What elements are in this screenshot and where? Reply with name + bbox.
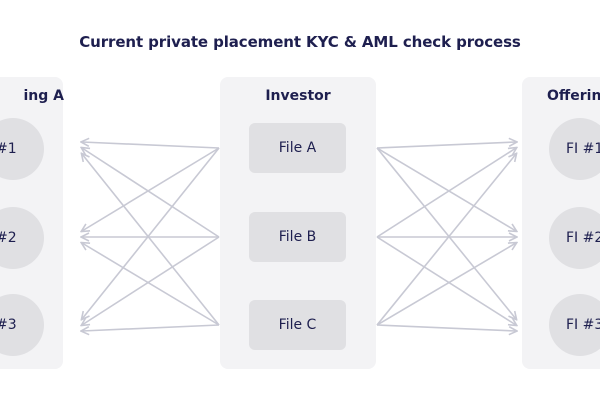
arrow-file-b-to-left-node-1 [82,148,220,238]
arrow-file-b-to-left-node-3 [82,236,220,325]
offering-fi-node-2-label: FI #2 [566,230,600,246]
offering-fi-node-3 [549,294,600,356]
file-b-node: File B [249,212,346,262]
file-c-node: File C [249,300,346,350]
offering-a-panel-title: ing A [23,88,65,104]
arrow-file-c-to-right-node-2 [376,243,516,326]
arrow-file-c-to-right-node-1 [376,154,516,326]
offering-right-panel-title: Offering [547,88,600,104]
arrow-file-a-to-left-node-1 [82,142,220,149]
offering-fi-node-1 [549,118,600,180]
file-a-node: File A [249,123,346,173]
arrow-file-b-to-right-node-1 [376,148,516,238]
investor-panel-title: Investor [265,88,331,104]
arrow-file-a-to-left-node-2 [82,147,220,231]
offering-a-node-2-label: #2 [0,230,17,246]
file-a-label: File A [278,140,317,156]
offering-fi-node-2 [549,207,600,269]
diagram-title: Current private placement KYC & AML chec… [79,33,521,51]
file-b-label: File B [278,229,317,245]
file-c-label: File C [278,317,317,333]
arrow-file-c-to-left-node-2 [82,243,220,326]
arrow-file-c-to-left-node-1 [82,154,220,326]
arrow-file-c-to-right-node-3 [376,324,516,331]
arrow-file-a-to-right-node-3 [376,147,516,319]
arrow-file-a-to-right-node-1 [376,142,516,149]
offering-fi-node-1-label: FI #1 [566,141,600,157]
offering-a-node-3-label: #3 [0,317,17,333]
offering-fi-node-3-label: FI #3 [566,317,600,333]
arrow-file-b-to-right-node-3 [376,236,516,325]
offering-a-node-1-label: #1 [0,141,17,157]
arrow-file-c-to-left-node-3 [82,324,220,331]
arrow-file-a-to-left-node-3 [82,147,220,319]
arrow-file-a-to-right-node-2 [376,147,516,231]
